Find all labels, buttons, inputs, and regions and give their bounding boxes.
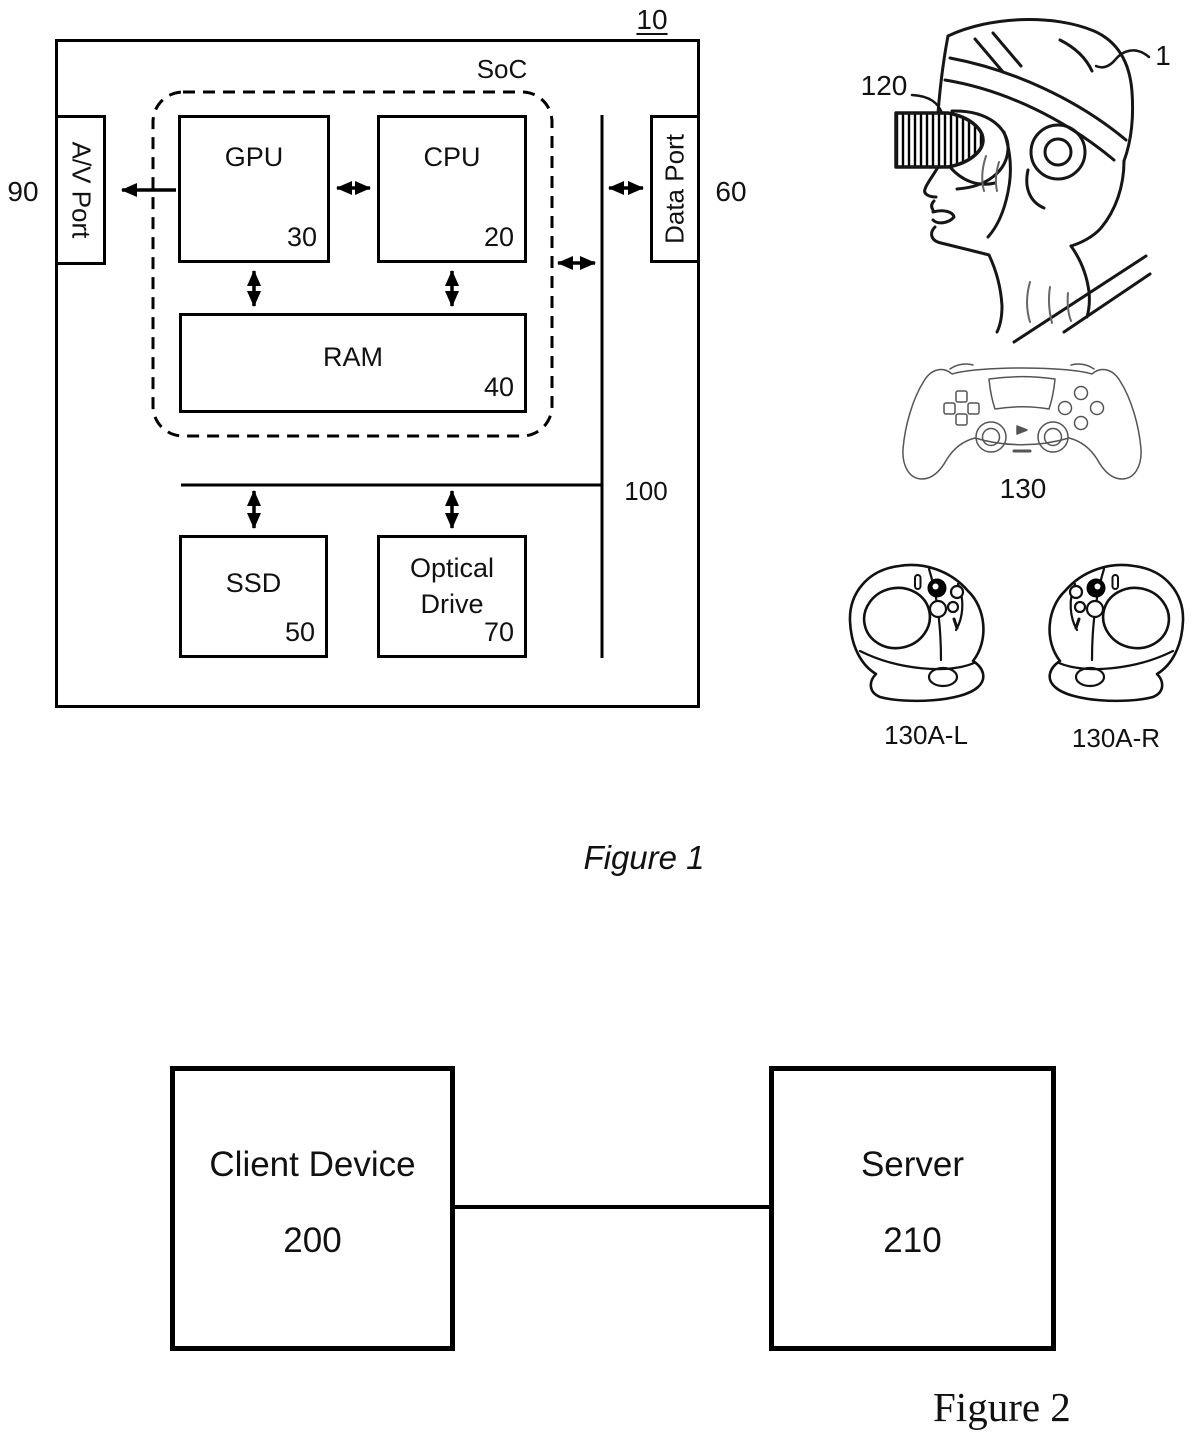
- bus-ref: 100: [624, 476, 668, 506]
- gamepad-shoulder-right: [1070, 363, 1095, 370]
- cpu-label: CPU: [423, 142, 481, 172]
- vr-ring-hole: [862, 586, 932, 650]
- back-of-head: [1069, 159, 1126, 248]
- server-label: Server: [860, 1145, 965, 1184]
- gamepad-dpad: [943, 390, 980, 426]
- strap-line-2: [991, 31, 1023, 68]
- gamepad-face-buttons: [1057, 385, 1105, 431]
- vr-controller-right-sketch: [1048, 563, 1185, 703]
- server-ref: 210: [883, 1221, 942, 1260]
- vr-controller-left-sketch: [848, 563, 985, 703]
- console-ref-10: 10: [636, 4, 668, 35]
- headband-top-edge: [948, 56, 1128, 142]
- ear-lobe: [1025, 168, 1046, 210]
- headphone-outer: [1029, 123, 1087, 181]
- vr-handle-edge: [927, 567, 943, 662]
- gamepad-sticks: [975, 421, 1069, 453]
- vr-stick-dot: [932, 583, 939, 590]
- headset-front-edge: [936, 34, 950, 115]
- figure2-caption: Figure 2: [933, 1384, 1071, 1430]
- hmd-user-sketch: [894, 18, 1152, 344]
- data-port-block: Data Port: [650, 115, 700, 263]
- sketch-shading: [981, 155, 1072, 324]
- gamepad-ref: 130: [999, 473, 1047, 504]
- vr-trigger-mark: [952, 617, 959, 630]
- gamepad-sketch: [902, 363, 1142, 480]
- ram-label: RAM: [323, 342, 383, 372]
- vr-handle-cap: [927, 666, 959, 688]
- hmd-visor-hatched: [894, 111, 985, 169]
- neck-back: [1069, 244, 1091, 319]
- vr-controllers-sketch: [848, 563, 1185, 703]
- lips: [931, 209, 956, 225]
- server-block: Server 210: [769, 1066, 1056, 1351]
- ssd-label: SSD: [225, 568, 282, 598]
- client-device-block: Client Device 200: [170, 1066, 455, 1351]
- gpu-block: GPU 30: [178, 115, 330, 263]
- gamepad-shoulder-left: [949, 363, 974, 370]
- ssd-block: SSD 50: [179, 535, 328, 658]
- av-port-block: A/V Port: [55, 115, 106, 265]
- vr-button-1: [949, 584, 965, 600]
- user-ref: 1: [1155, 40, 1171, 71]
- ram-ref: 40: [483, 372, 514, 402]
- goggle-lens-outline: [950, 109, 1010, 191]
- vr-controller-right-ref: 130A-R: [1071, 723, 1161, 753]
- optical-drive-label: Optical Drive: [409, 553, 495, 619]
- vr-base-band: [858, 649, 976, 671]
- vr-button-3: [928, 599, 948, 619]
- headphone-inner: [1043, 137, 1073, 167]
- collar-line-1: [1012, 254, 1148, 344]
- ram-block: RAM 40: [179, 313, 527, 413]
- cpu-ref: 20: [483, 222, 514, 252]
- ssd-ref: 50: [284, 617, 315, 647]
- data-port-ref: 60: [715, 176, 747, 207]
- gamepad-touchpad: [988, 376, 1056, 410]
- vr-plate-edge: [954, 582, 964, 632]
- goggle-bottom-rim: [948, 165, 997, 186]
- vr-controller-left-ref: 130A-L: [884, 720, 968, 750]
- client-device-label: Client Device: [209, 1145, 416, 1184]
- hmd-ref: 120: [860, 70, 908, 101]
- leader-line-1: [1094, 49, 1151, 69]
- headband-bottom-edge: [943, 78, 1116, 162]
- gamepad-body: [902, 367, 1142, 480]
- neck-front: [987, 253, 1004, 334]
- vr-slot-button: [914, 574, 922, 590]
- nose: [923, 165, 940, 199]
- av-port-label: A/V Port: [66, 141, 96, 239]
- chin-jaw: [930, 225, 991, 257]
- philtrum: [930, 199, 936, 212]
- vr-ring-body: [848, 563, 985, 703]
- crown-fold: [1058, 38, 1094, 73]
- cpu-block: CPU 20: [377, 115, 527, 263]
- collar-line-2: [1062, 272, 1152, 334]
- vr-stick-button: [927, 578, 947, 598]
- client-device-ref: 200: [283, 1221, 342, 1260]
- optical-drive-ref: 70: [483, 617, 514, 647]
- figure1-caption: Figure 1: [583, 839, 705, 876]
- gamepad-logo: [1016, 425, 1028, 435]
- temple-line: [986, 130, 1012, 239]
- av-port-ref: 90: [7, 176, 39, 207]
- head-top-outline: [946, 18, 1135, 163]
- gpu-label: GPU: [224, 142, 284, 172]
- optical-drive-block: Optical Drive 70: [377, 535, 527, 658]
- gpu-ref: 30: [286, 222, 317, 252]
- strap-line-1: [973, 37, 1005, 74]
- soc-label: SoC: [476, 54, 528, 84]
- data-port-label: Data Port: [659, 134, 690, 244]
- vr-button-2: [946, 600, 960, 614]
- leader-line-120: [910, 93, 944, 115]
